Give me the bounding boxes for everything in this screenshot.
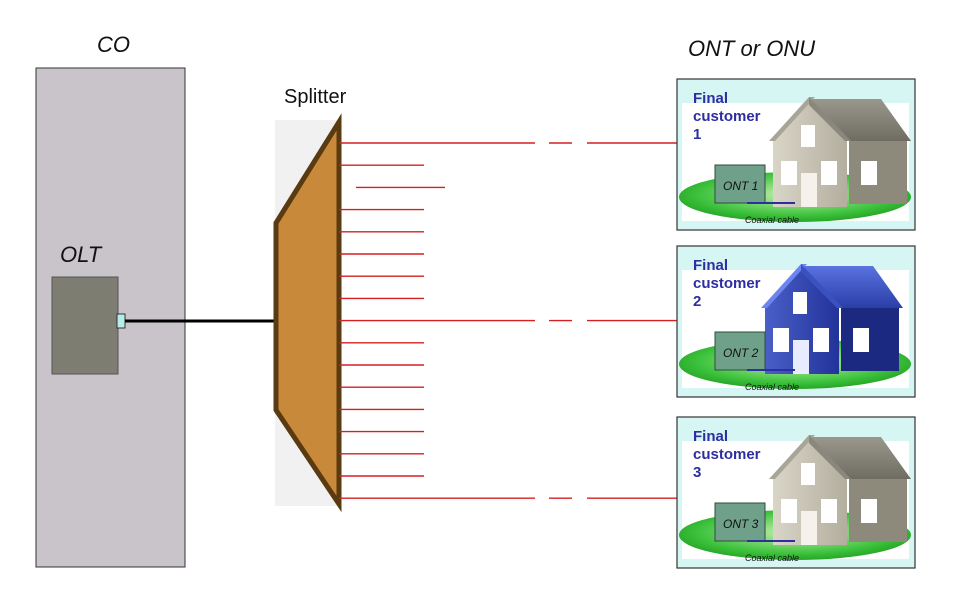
customer-title-line2: customer <box>693 446 761 463</box>
splitter-label: Splitter <box>284 86 347 108</box>
co-label: CO <box>97 32 130 57</box>
olt-label: OLT <box>60 242 103 267</box>
splitter-shape <box>273 113 342 513</box>
ont-onu-label: ONT or ONU <box>688 36 815 61</box>
customer-title-line2: customer <box>693 275 761 292</box>
coaxial-cable-label: Coaxial cable <box>745 215 799 225</box>
customer-number: 3 <box>693 464 701 481</box>
customer-title-line2: customer <box>693 108 761 125</box>
ont-label: ONT 1 <box>723 179 758 193</box>
ont-box <box>714 331 766 371</box>
customer-title-line1: Final <box>693 257 728 274</box>
ont-label: ONT 2 <box>723 346 759 360</box>
customer-number: 2 <box>693 293 701 310</box>
house-icon <box>769 435 911 545</box>
house-icon <box>761 264 903 374</box>
customer-title-line1: Final <box>693 90 728 107</box>
ont-label: ONT 3 <box>723 517 759 531</box>
olt-box <box>51 276 119 375</box>
olt-port <box>116 313 126 329</box>
fiber-drops <box>339 142 677 499</box>
coaxial-cable-label: Coaxial cable <box>745 382 799 392</box>
coaxial-cable-label: Coaxial cable <box>745 553 799 563</box>
ont-box <box>714 164 766 204</box>
customer-number: 1 <box>693 126 701 143</box>
house-icon <box>769 97 911 207</box>
customer-title-line1: Final <box>693 428 728 445</box>
ont-box <box>714 502 766 542</box>
